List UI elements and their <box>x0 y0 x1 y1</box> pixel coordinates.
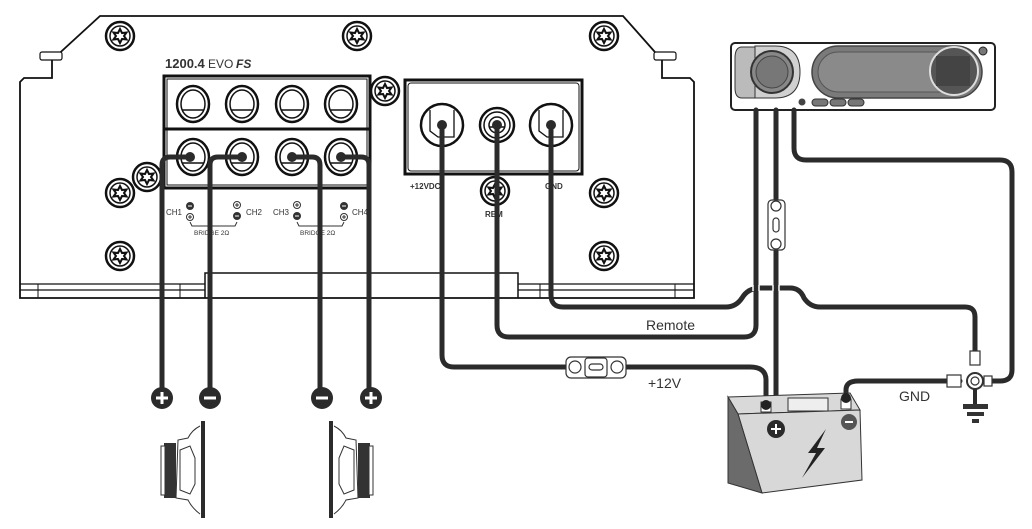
lightning-icon <box>802 429 826 478</box>
model-brand: FS <box>236 57 251 71</box>
screw-icon <box>104 240 136 272</box>
screw-icon <box>341 20 373 52</box>
screw-icon <box>588 240 620 272</box>
channel-label: CH2 <box>246 208 263 217</box>
screw-icon <box>588 177 620 209</box>
screw-icon <box>588 20 620 52</box>
wire-head-unit-ground <box>791 107 1015 384</box>
channel-labels: CH1 CH2 CH3 CH4 BRIDGE 2Ω BRIDGE 2Ω <box>166 201 369 237</box>
channel-label: CH3 <box>273 208 290 217</box>
wire-ch3-negative <box>289 154 323 393</box>
remote-terminal-label: REM <box>485 210 503 219</box>
screw-icon <box>131 161 163 193</box>
battery-positive-icon <box>767 420 785 438</box>
ground-wire-label: GND <box>899 388 930 404</box>
screw-icon <box>369 75 401 107</box>
head-unit <box>730 42 996 111</box>
ground-junction <box>946 350 993 404</box>
ground-terminal-label: GND <box>545 182 563 191</box>
terminal-icon <box>175 84 211 124</box>
channel-label: CH1 <box>166 208 183 217</box>
wire-ch4-positive <box>338 154 372 393</box>
plus-terminal-icon <box>151 387 173 409</box>
battery-negative-icon <box>841 414 857 430</box>
ground-symbol-icon <box>963 404 988 423</box>
remote-wire-label: Remote <box>646 317 695 333</box>
power-terminal-label: +12VDC <box>410 182 441 191</box>
plus-terminal-icon <box>360 387 382 409</box>
head-unit-fuse-icon <box>767 199 786 251</box>
speaker-terminal-block <box>162 74 372 190</box>
terminal-icon <box>224 84 260 124</box>
screw-icon <box>104 20 136 52</box>
wire-ch1-positive <box>159 154 193 393</box>
minus-terminal-icon <box>311 387 333 409</box>
model-suffix: EVO <box>208 57 233 71</box>
wire-battery-ground <box>843 378 963 403</box>
speaker-left-icon <box>160 421 205 518</box>
model-number: 1200.4 <box>165 56 206 71</box>
speaker-right-icon <box>329 421 374 518</box>
wire-ch2-negative <box>207 154 245 393</box>
channel-label: CH4 <box>352 208 369 217</box>
minus-terminal-icon <box>199 387 221 409</box>
fuse-icon <box>565 356 627 379</box>
wire-remote <box>494 107 759 340</box>
terminal-icon <box>274 84 310 124</box>
screw-icon <box>104 177 136 209</box>
power-wire-label: +12V <box>648 375 682 391</box>
terminal-icon <box>323 84 359 124</box>
speaker-terminal-markers <box>151 387 382 409</box>
battery <box>727 392 863 494</box>
